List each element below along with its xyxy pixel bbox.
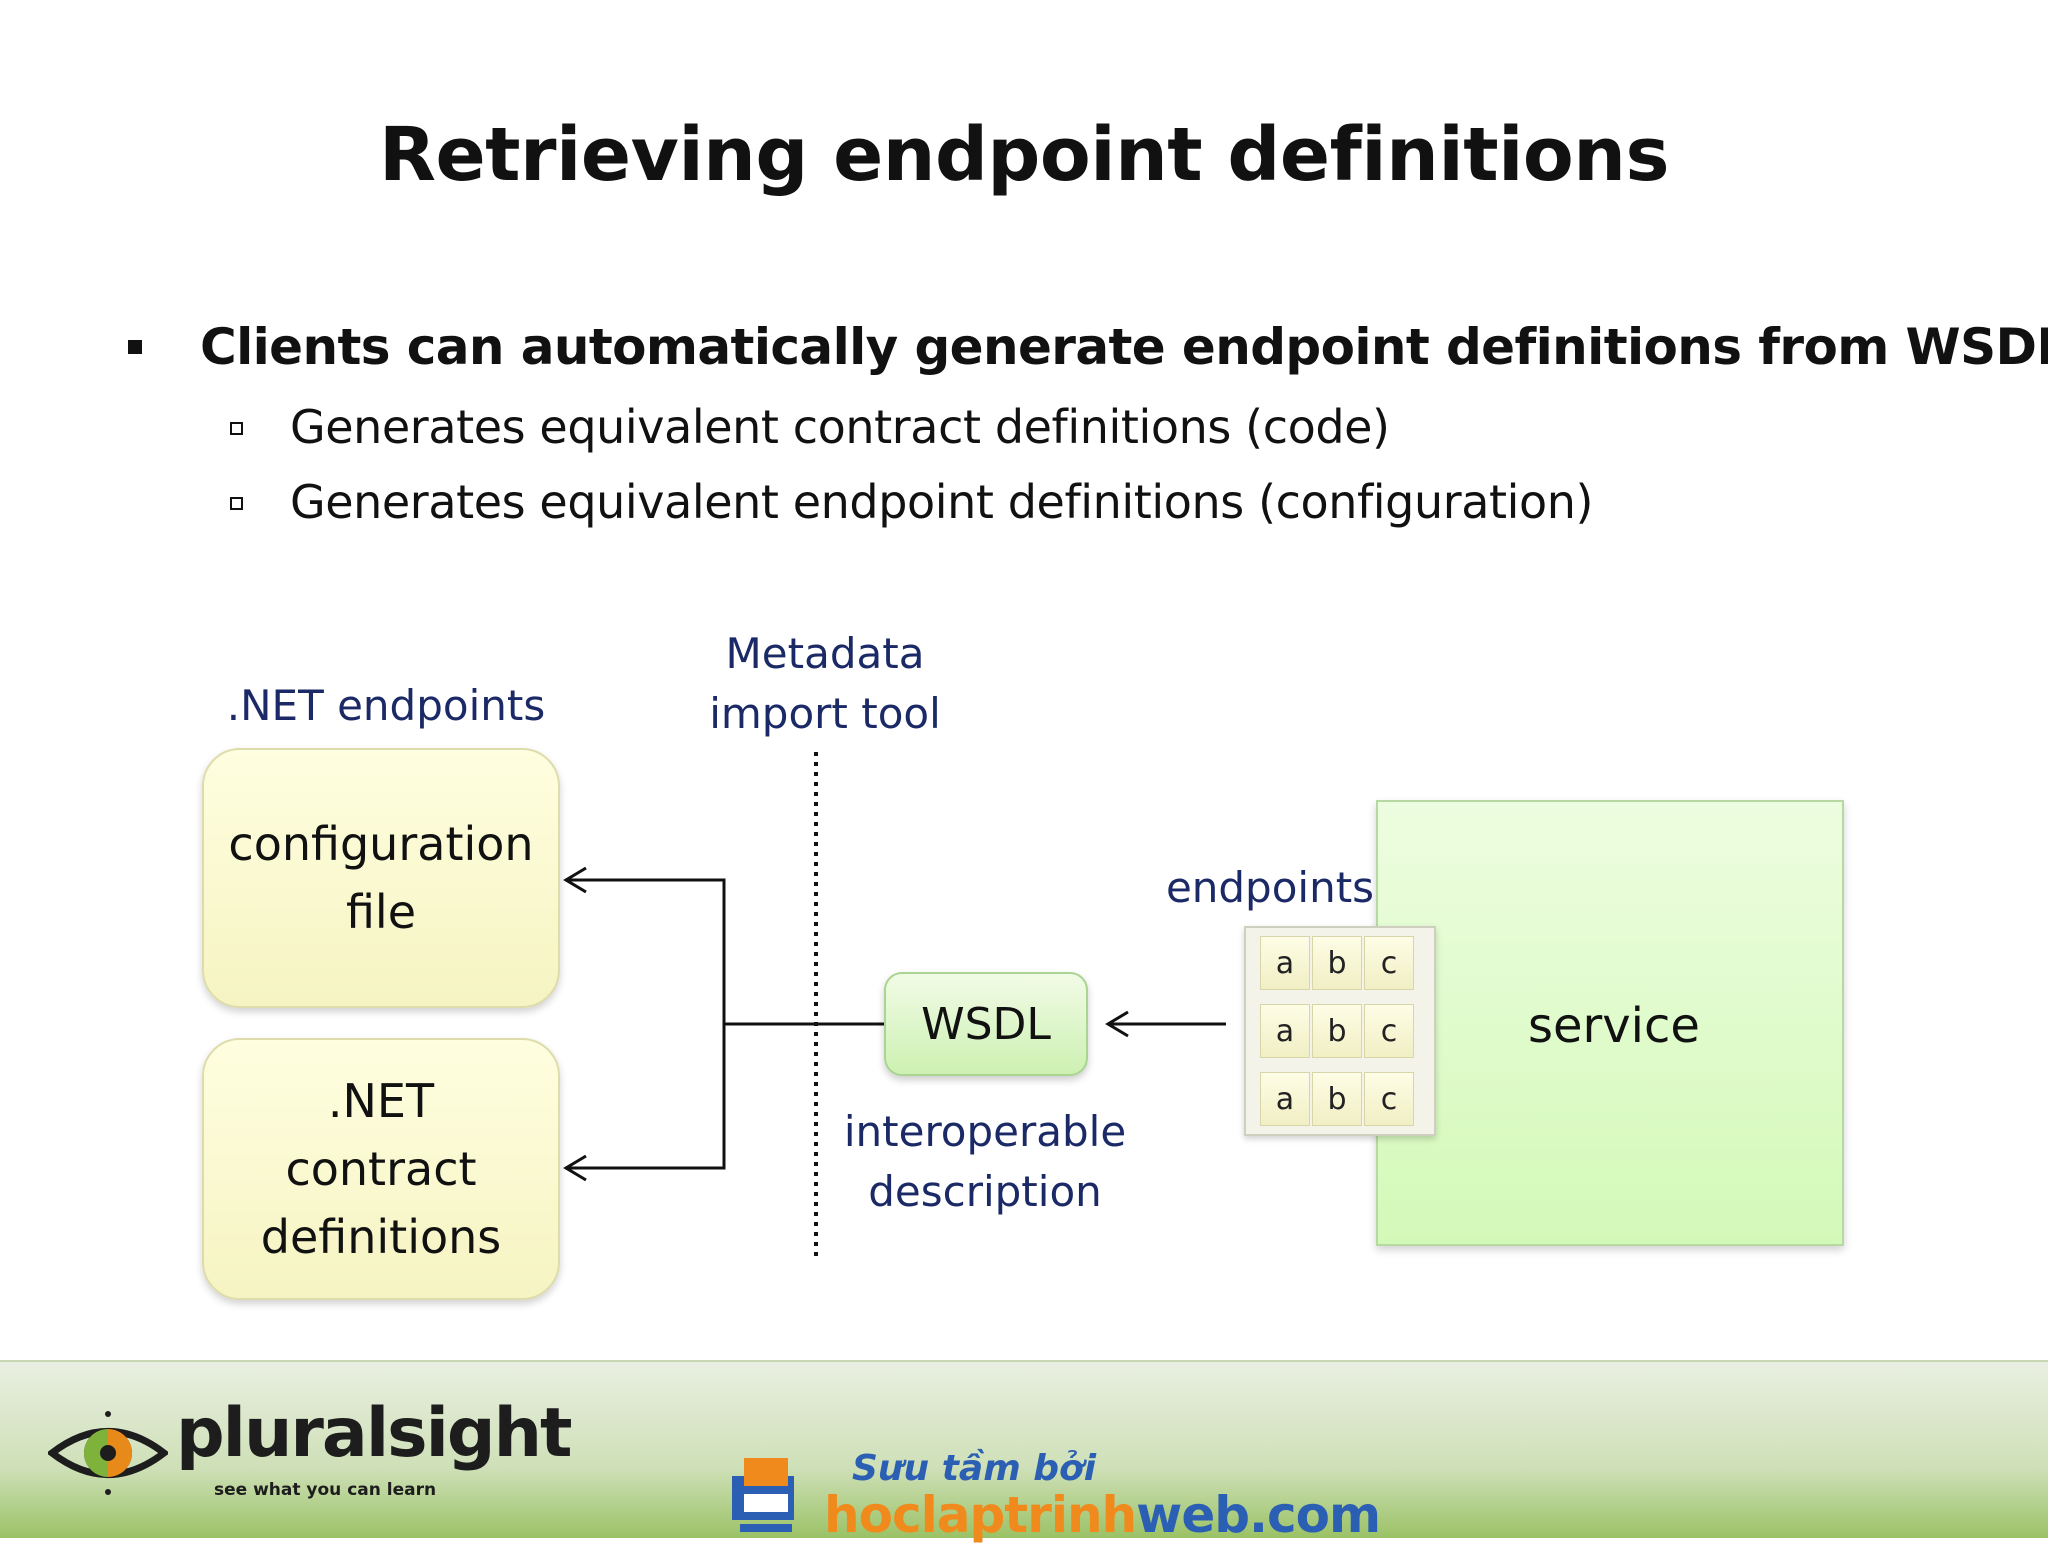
config-box-line-2: file	[345, 885, 417, 939]
net-endpoints-label: .NET endpoints	[226, 681, 546, 730]
config-box-line-1: configuration	[228, 817, 534, 871]
metadata-tool-label-line-1: Metadata	[725, 629, 925, 678]
sub-bullet-2-text: Generates equivalent endpoint definition…	[290, 475, 1594, 529]
website-logo-icon	[732, 1458, 794, 1532]
pluralsight-wordmark: pluralsight	[176, 1394, 572, 1473]
service-label: service	[1528, 998, 1700, 1054]
endpoint-contract-cell: c	[1364, 1004, 1414, 1058]
endpoint-address-cell: a	[1260, 936, 1310, 990]
source-url-part-2: web.com	[1136, 1486, 1381, 1544]
endpoint-contract-cell: c	[1364, 936, 1414, 990]
contract-definitions-box: .NET contract definitions	[202, 1038, 560, 1300]
endpoint-binding-cell: b	[1312, 1004, 1362, 1058]
arrowhead-wsdl-icon	[1105, 1010, 1129, 1038]
endpoint-row-2: a b c	[1260, 1004, 1420, 1060]
arrowhead-config-icon	[563, 866, 587, 894]
endpoint-address-cell: a	[1260, 1004, 1310, 1058]
source-watermark: Sưu tầm bởi hoclaptrinhweb.com	[726, 1446, 1381, 1544]
endpoint-address-cell: a	[1260, 1072, 1310, 1126]
contract-box-line-3: definitions	[260, 1210, 502, 1264]
connector-to-contract	[566, 1024, 726, 1170]
source-url: hoclaptrinhweb.com	[824, 1486, 1381, 1544]
bullet-main-text: Clients can automatically generate endpo…	[200, 318, 2048, 376]
endpoint-binding-cell: b	[1312, 1072, 1362, 1126]
footer-band	[0, 1360, 2048, 1538]
endpoints-stack: a b c a b c a b c	[1244, 926, 1436, 1136]
contract-box-line-2: contract	[285, 1142, 477, 1196]
pluralsight-logo: pluralsight see what you can learn	[48, 1394, 572, 1514]
slide-title: Retrieving endpoint definitions	[378, 112, 1670, 198]
service-box: service	[1376, 800, 1844, 1246]
sub-bullet-1-text: Generates equivalent contract definition…	[290, 400, 1390, 454]
configuration-file-box: configuration file	[202, 748, 560, 1008]
eye-icon	[48, 1411, 168, 1495]
metadata-tool-label-line-2: import tool	[709, 689, 941, 738]
interoperable-description-label: interoperable description	[830, 1102, 1140, 1222]
interop-label-line-2: description	[868, 1167, 1102, 1216]
diagram-connectors	[563, 752, 1226, 1262]
source-url-part-1: hoclaptrinh	[824, 1486, 1137, 1544]
endpoint-contract-cell: c	[1364, 1072, 1414, 1126]
hollow-square-bullet-icon	[230, 422, 243, 435]
wsdl-box: WSDL	[884, 972, 1088, 1076]
interop-label-line-1: interoperable	[843, 1107, 1127, 1156]
square-bullet-icon	[128, 340, 142, 354]
source-prefix: Sưu tầm bởi	[852, 1448, 1097, 1489]
contract-box-line-1: .NET	[327, 1074, 435, 1128]
pluralsight-tagline: see what you can learn	[214, 1480, 437, 1500]
endpoints-label: endpoints	[1165, 863, 1375, 912]
endpoint-row-1: a b c	[1260, 936, 1420, 992]
connector-to-config	[566, 878, 726, 1024]
endpoint-diagram: .NET endpoints Metadata import tool conf…	[202, 624, 1844, 1300]
arrowhead-contract-icon	[563, 1154, 587, 1182]
endpoint-row-3: a b c	[1260, 1072, 1420, 1128]
endpoint-binding-cell: b	[1312, 936, 1362, 990]
metadata-tool-label: Metadata import tool	[680, 624, 970, 744]
hollow-square-bullet-icon	[230, 497, 243, 510]
